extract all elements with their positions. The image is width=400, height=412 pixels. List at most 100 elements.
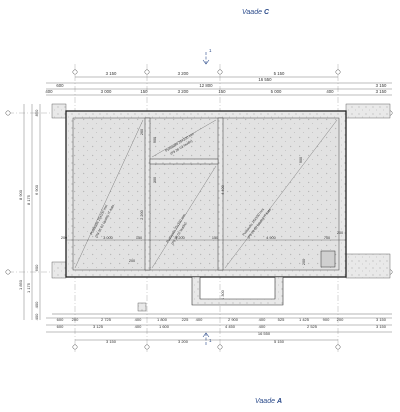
- bottom-row1-4: 1 800: [157, 317, 168, 322]
- bottom-row1-2: 2 725: [101, 317, 112, 322]
- top-row2-right: 3 150: [376, 83, 387, 88]
- left-dim-2: 8 175: [26, 194, 31, 205]
- bottom-row1-12: 200: [337, 317, 344, 322]
- int-dim-10: 2 200: [140, 210, 144, 220]
- terrace-left-bottom: [51, 261, 67, 279]
- left-dim-1: 850: [34, 109, 39, 116]
- top-row3-e: 5 000: [271, 89, 282, 94]
- int-dim-7: 700: [324, 236, 330, 240]
- bottom-row2-7: 3 150: [376, 324, 387, 329]
- room-diagonals: [74, 119, 338, 269]
- axis-bubble-bottom-2: [144, 344, 150, 350]
- left-dim-7: 1 175: [26, 282, 31, 293]
- diagonal-room-4: [224, 119, 338, 269]
- int-dim-16: 200: [140, 129, 144, 135]
- bottom-row4-2: 5 150: [274, 339, 285, 344]
- int-dim-6: 4 900: [266, 236, 276, 240]
- bottom-row2-1: 3 125: [93, 324, 104, 329]
- int-dim-5: 150: [212, 236, 218, 240]
- corner-element: [320, 250, 336, 268]
- top-row1-b: 3 200: [178, 71, 189, 76]
- diagonal-room-2: [151, 119, 217, 158]
- view-title-top: Vaade C: [242, 9, 269, 16]
- view-title-top-letter: C: [263, 9, 269, 16]
- left-dimension-chains: [23, 104, 41, 320]
- left-dim-9: 400: [34, 313, 39, 320]
- top-row3-a: 3 000: [101, 89, 112, 94]
- int-dim-8: 200: [337, 231, 343, 235]
- top-row3-right: 3 150: [376, 89, 387, 94]
- bottom-row1-1: 200: [72, 317, 79, 322]
- bottom-row1-11: 900: [323, 317, 330, 322]
- axis-bubble-bottom-1: [72, 344, 78, 350]
- bottom-row1-9: 525: [278, 317, 285, 322]
- int-dim-15: 1 300: [221, 290, 225, 300]
- left-dimension-texts: 850 8 175 8 900 6 900 600 1 850 1 175 40…: [18, 109, 39, 320]
- section-mark-bottom: 1: [209, 338, 212, 343]
- bottom-row1-3: 400: [135, 317, 142, 322]
- int-dim-3: 150: [136, 236, 142, 240]
- top-row3-b: 150: [140, 89, 148, 94]
- step-left: [137, 302, 147, 312]
- building-interior: [72, 117, 340, 271]
- bottom-row1-7: 2 900: [228, 317, 239, 322]
- partition-wall-1: [144, 117, 151, 271]
- terrace-left: [51, 103, 67, 119]
- left-dim-4: 6 900: [34, 184, 39, 195]
- section-arrow-bottom: [202, 332, 210, 338]
- section-arrow-top: [202, 59, 210, 65]
- top-row3-left: 400: [45, 89, 53, 94]
- bottom-row1-6: 400: [196, 317, 203, 322]
- axis-bubble-top-2: [144, 69, 150, 75]
- section-mark-top: 1: [209, 48, 212, 53]
- bottom-row2-4: 4 450: [225, 324, 236, 329]
- view-title-bottom-letter: A: [276, 398, 282, 405]
- bottom-row2-3: 1 600: [159, 324, 170, 329]
- bottom-row1-8: 400: [259, 317, 266, 322]
- partition-wall-2: [217, 117, 224, 271]
- int-dim-9: 200: [129, 259, 135, 263]
- bottom-row1-13: 3 150: [376, 317, 387, 322]
- axis-bubble-top-3: [217, 69, 223, 75]
- terrace-right-top: [345, 103, 391, 119]
- int-dim-12: 900: [299, 157, 303, 163]
- view-title-top-prefix: Vaade: [242, 9, 262, 16]
- terrace-right-bottom: [345, 253, 391, 279]
- bottom-row1-10: 1 425: [299, 317, 310, 322]
- bottom-row4-0: 3 150: [106, 339, 117, 344]
- left-dim-6: 1 850: [18, 279, 23, 290]
- axis-bubble-top-4: [335, 69, 341, 75]
- bottom-row2-2: 400: [135, 324, 142, 329]
- axis-bubble-left-1: [5, 110, 11, 116]
- partition-walls: [144, 117, 224, 271]
- axis-bubble-bottom-3: [217, 344, 223, 350]
- bottom-row4-1: 3 200: [178, 339, 189, 344]
- int-dim-14: 300: [153, 177, 157, 183]
- top-dimension-texts: 3 150 3 200 5 150 16 550 600 12 800 3 15…: [45, 71, 387, 94]
- bottom-dimension-texts: 600 200 2 725 400 1 800 225 400 2 900 40…: [57, 317, 387, 344]
- bottom-row1-0: 600: [57, 317, 64, 322]
- top-row1-a: 3 150: [106, 71, 117, 76]
- axis-bubble-top-1: [72, 69, 78, 75]
- int-dim-1: 200: [61, 236, 67, 240]
- top-dimension-chains: [46, 76, 392, 96]
- int-dim-11: 4 400: [221, 185, 225, 195]
- top-row2-total: 12 800: [199, 83, 213, 88]
- axis-bubble-left-2: [5, 269, 11, 275]
- left-dim-8: 400: [34, 301, 39, 308]
- int-dim-17: 200: [302, 259, 306, 265]
- top-row3-f: 400: [326, 89, 334, 94]
- top-row1-c: 5 150: [274, 71, 285, 76]
- left-dim-5: 600: [34, 264, 39, 271]
- bottom-row2-5: 400: [259, 324, 266, 329]
- view-title-bottom: Vaade A: [255, 398, 282, 405]
- view-title-bottom-prefix: Vaade: [255, 398, 275, 405]
- bottom-row1-5: 225: [182, 317, 189, 322]
- diagonal-room-1: [74, 119, 144, 269]
- partition-wall-3: [149, 158, 219, 165]
- top-row2-left: 600: [56, 83, 64, 88]
- left-dim-3: 8 900: [18, 189, 23, 200]
- bottom-dimension-chains: [46, 317, 392, 341]
- section-line: [202, 52, 210, 345]
